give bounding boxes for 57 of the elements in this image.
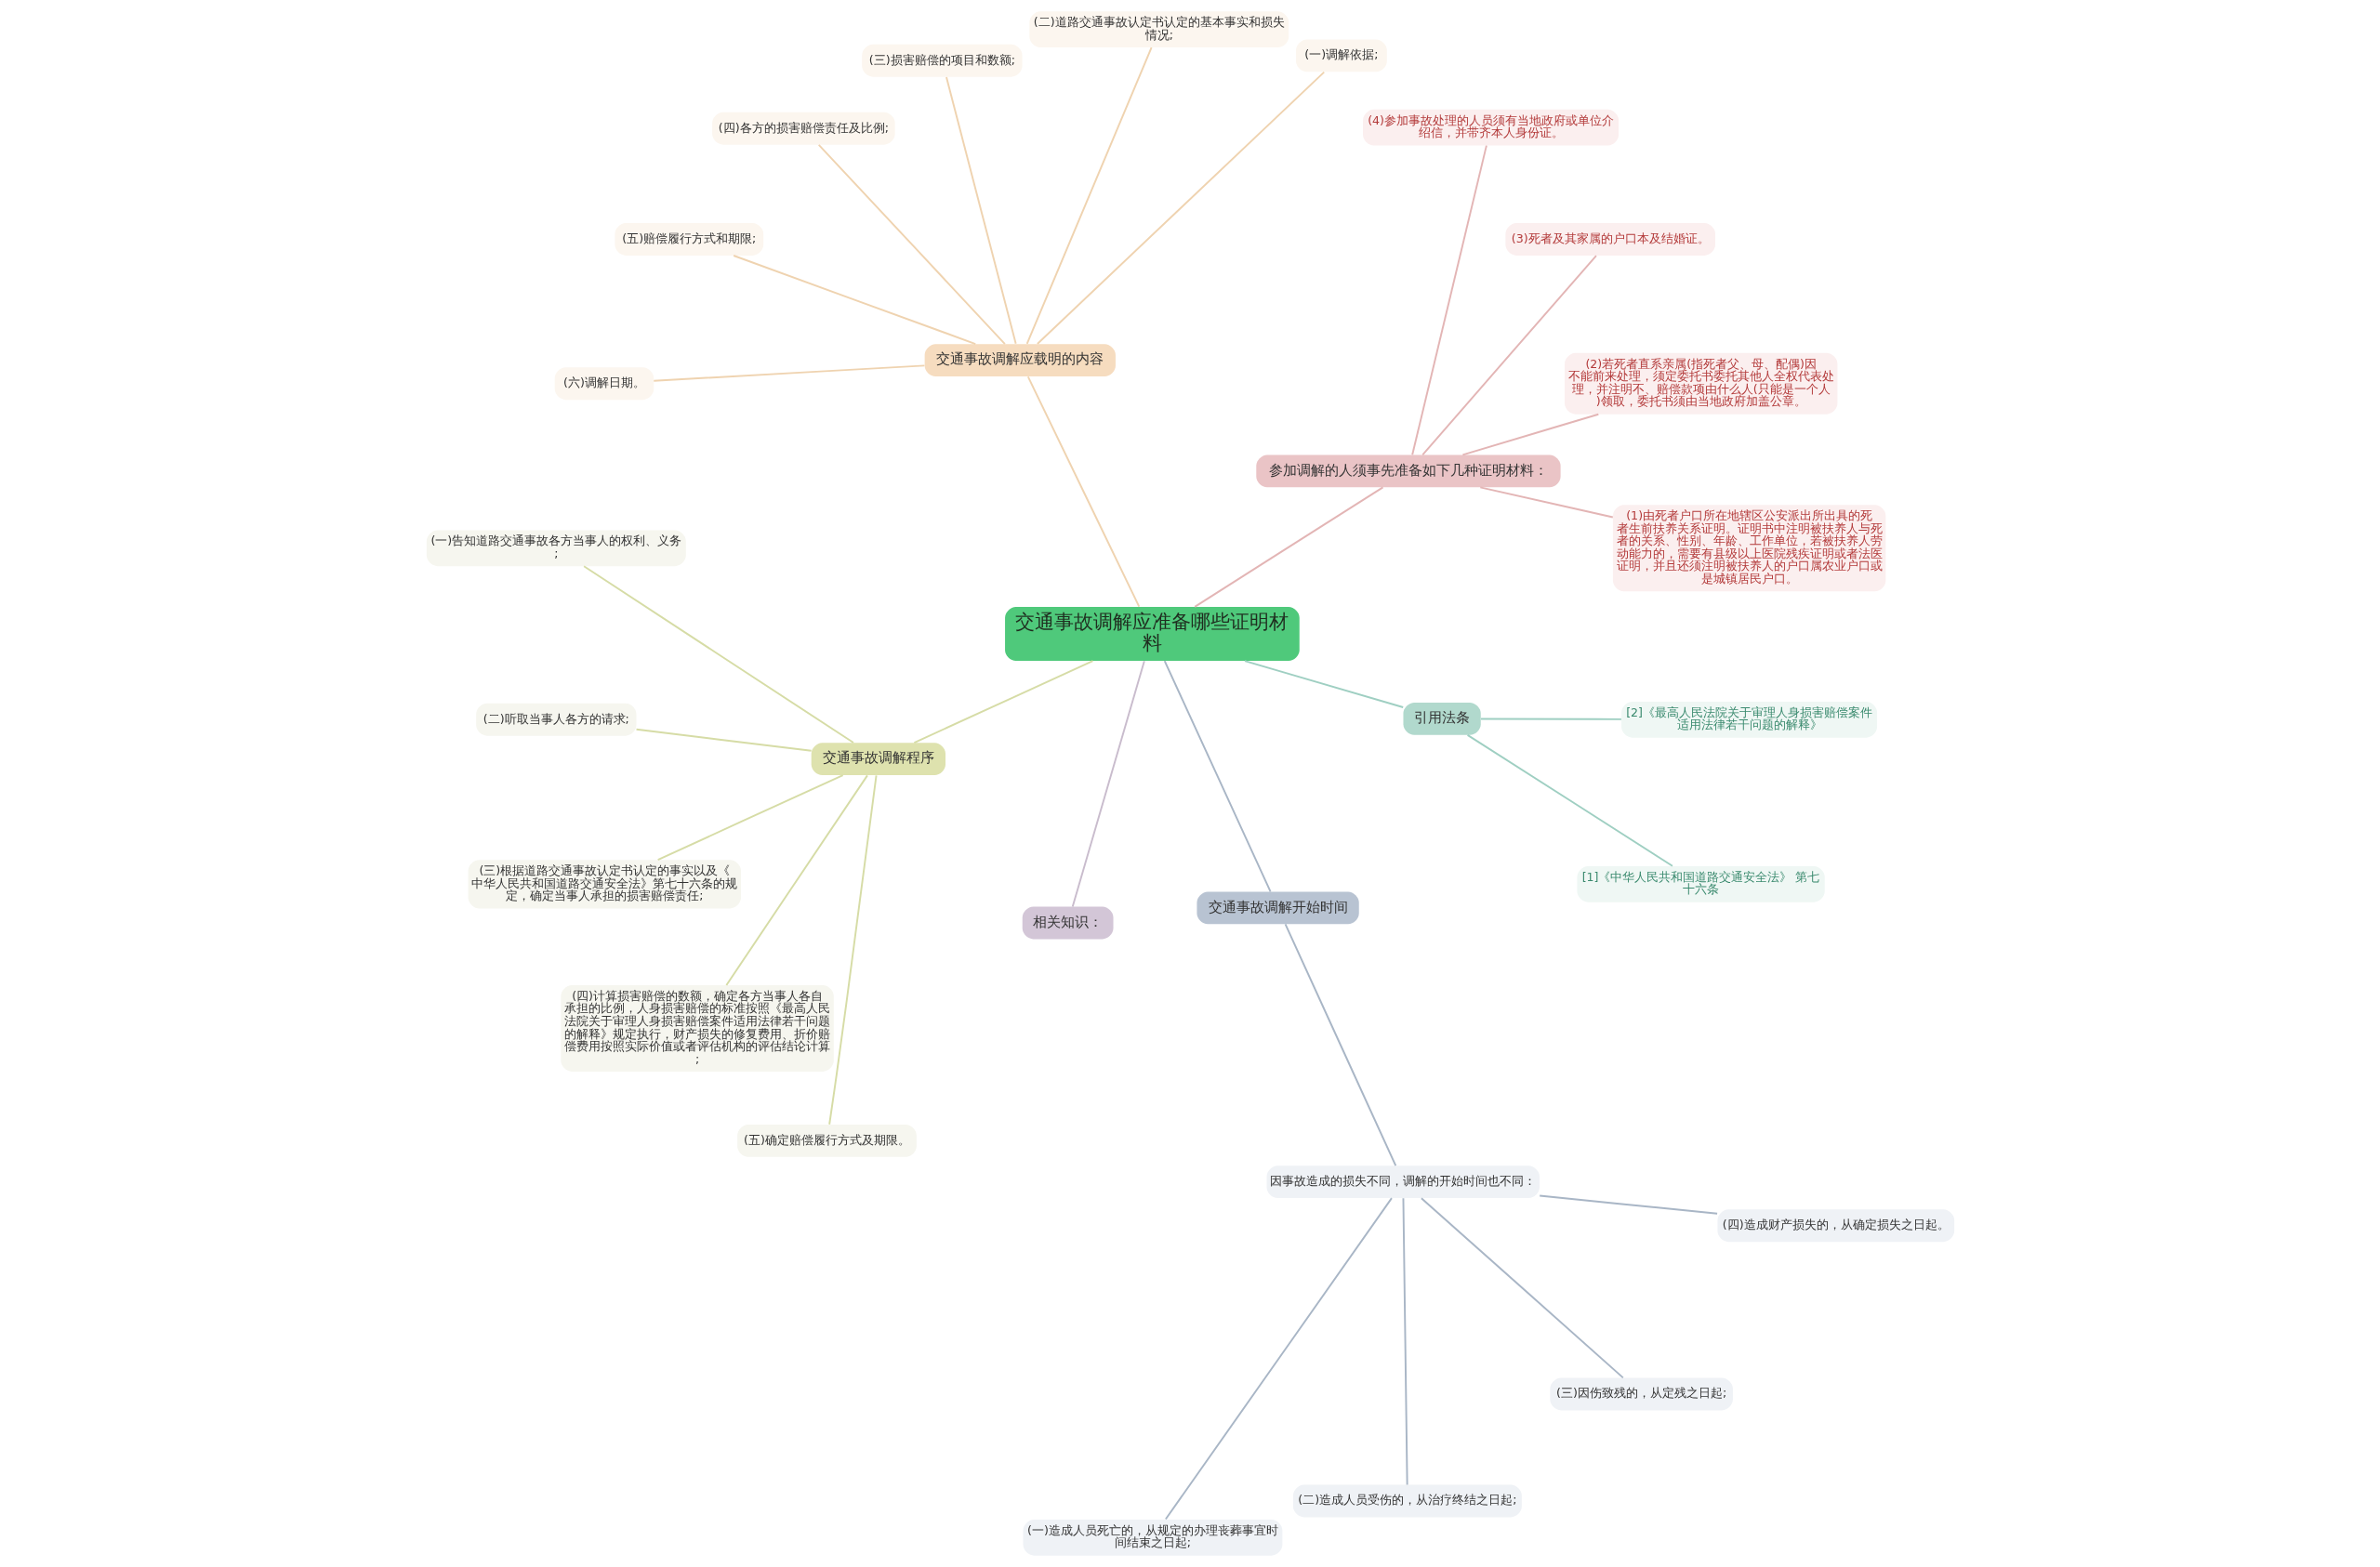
- node-box: [1]《中华人民共和国道路交通安全法》 第七十六条: [1576, 865, 1825, 902]
- node-box: (二)造成人员受伤的，从治疗终结之日起;: [1292, 1484, 1522, 1518]
- node-box: (三)因伤致残的，从定残之日起;: [1549, 1377, 1733, 1411]
- node-box: (四)造成财产损失的，从确定损失之日起。: [1716, 1209, 1954, 1243]
- connector: [732, 255, 976, 345]
- node-box: (六)调解日期。: [554, 367, 654, 401]
- connector: [1421, 255, 1597, 456]
- connector: [817, 143, 1006, 346]
- node-box: 因事故造成的损失不同，调解的开始时间也不同：: [1266, 1165, 1540, 1199]
- node-box: (一)告知道路交通事故各方当事人的权利、义务;: [426, 530, 686, 567]
- node-box: (四)计算损害赔偿的数额，确定各方当事人各自承担的比例，人身损害赔偿的标准按照《最高人民法院关于审理人身损害赔偿案件适用法律若干问题的解释》规定执行，财产损失的修复费用、折价赔偿费用按照实际价值或者评估机构的评估结论计算;: [560, 985, 834, 1072]
- connector: [1025, 46, 1153, 345]
- node-box: 相关知识：: [1022, 906, 1114, 940]
- connector: [1026, 375, 1140, 608]
- connector: [1461, 413, 1599, 456]
- connector: [1193, 486, 1383, 608]
- node-box: (3)死者及其家属的户口本及结婚证。: [1504, 223, 1715, 256]
- connector: [582, 565, 854, 744]
- connector: [635, 728, 813, 752]
- connector: [945, 76, 1017, 345]
- connector: [1243, 660, 1404, 708]
- node-box: 交通事故调解开始时间: [1196, 891, 1359, 925]
- node-box: 交通事故调解应准备哪些证明材料: [1004, 606, 1300, 662]
- connector: [656, 774, 844, 862]
- node-box: 交通事故调解应载明的内容: [924, 344, 1116, 376]
- connector: [1420, 1197, 1624, 1379]
- connector: [1284, 923, 1396, 1167]
- node-box: 参加调解的人须事先准备如下几种证明材料：: [1255, 454, 1561, 488]
- connector: [652, 364, 925, 382]
- node-box: (4)参加事故处理的人员须有当地政府或单位介绍信，并带齐本人身份证。: [1362, 109, 1619, 146]
- node-box: (五)确定赔偿履行方式及期限。: [736, 1124, 917, 1157]
- connector: [912, 660, 1093, 744]
- node-box: (三)损害赔偿的项目和数额;: [861, 44, 1023, 77]
- connector: [1538, 1194, 1718, 1215]
- node-box: (四)各方的损害赔偿责任及比例;: [711, 112, 895, 145]
- connector: [724, 774, 868, 986]
- node-box: (一)造成人员死亡的，从规定的办理丧葬事宜时间结束之日起;: [1023, 1519, 1282, 1556]
- connector: [1478, 486, 1614, 519]
- node-box: (三)根据道路交通事故认定书认定的事实以及《中华人民共和国道路交通安全法》第七十六条的规定，确定当事人承担的损害赔偿责任;: [468, 860, 741, 909]
- node-box: [2]《最高人民法院关于审理人身损害赔偿案件适用法律若干问题的解释》: [1620, 701, 1877, 738]
- node-box: (一)调解依据;: [1295, 39, 1387, 72]
- node-box: (二)道路交通事故认定书认定的基本事实和损失情况;: [1028, 11, 1289, 48]
- connector: [1164, 1197, 1393, 1521]
- connector: [1479, 718, 1622, 720]
- connector: [1071, 660, 1145, 908]
- node-box: (二)听取当事人各方的请求;: [475, 703, 636, 736]
- node-box: (1)由死者户口所在地辖区公安派出所出具的死者生前扶养关系证明。证明书中注明被扶养人与死者的关系、性别、年龄、工作单位，若被扶养人劳动能力的，需要有县级以上医院残疾证明或者法医证明，并且还须注明被扶养人的户口属农业户口或是城镇居民户口。: [1612, 505, 1885, 592]
- node-box: (五)赔偿履行方式和期限;: [614, 223, 763, 256]
- connector: [1466, 733, 1673, 867]
- connector: [1036, 71, 1325, 345]
- node-box: (2)若死者直系亲属(指死者父、母、配偶)因不能前来处理，须定委托书委托其他人全权代表处理，并注明不、赔偿款项由什么人(只能是一个人)领取，委托书须由当地政府加盖公章。: [1564, 352, 1837, 415]
- node-box: 引用法条: [1402, 702, 1481, 735]
- connector: [1163, 660, 1272, 893]
- connector: [827, 774, 878, 1126]
- connector: [1402, 1197, 1408, 1486]
- connector: [1410, 144, 1488, 456]
- node-box: 交通事故调解程序: [811, 743, 945, 776]
